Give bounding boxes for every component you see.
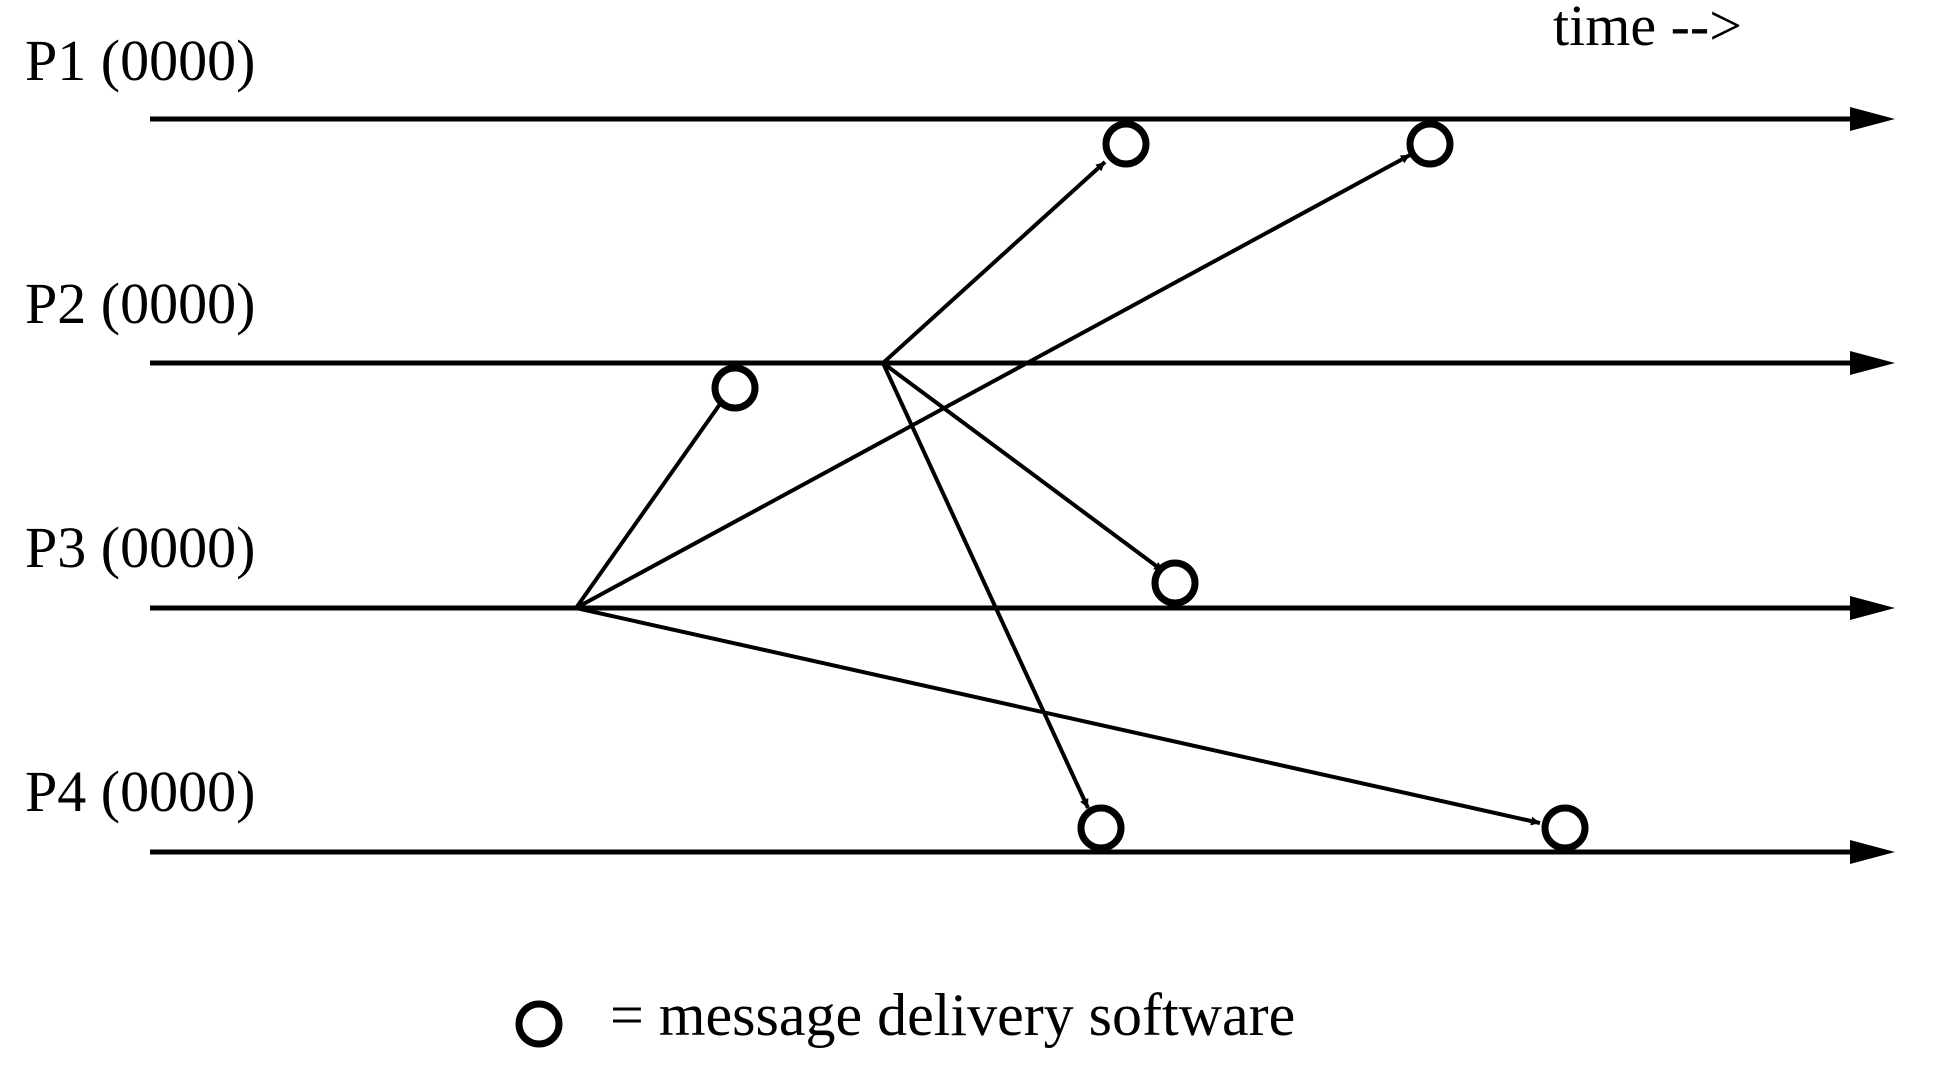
legend-text: = message delivery software [610, 982, 1295, 1048]
message-p2-to-p1 [881, 160, 1107, 365]
message-p2-to-p4 [881, 362, 1090, 809]
delivery-node-p1-b [1406, 120, 1454, 168]
message-p3-to-p1 [575, 153, 1411, 610]
timeline-p3 [150, 596, 1895, 620]
delivery-node-p1-a [1102, 120, 1150, 168]
timeline-p4 [150, 840, 1895, 864]
delivery-node-p2 [711, 364, 759, 412]
timeline-p2 [150, 351, 1895, 375]
legend: = message delivery software [515, 982, 1295, 1048]
message-p3-to-p4 [575, 606, 1541, 826]
message-p2-to-p3 [881, 361, 1165, 573]
timeline-p1 [150, 107, 1895, 131]
message-p3-to-p2 [574, 395, 727, 610]
time-label: time --> [1553, 0, 1742, 58]
delivery-node-p3 [1151, 559, 1199, 607]
circle-icon [515, 1000, 563, 1048]
process-label-p3: P3 (0000) [25, 515, 255, 580]
process-label-p4: P4 (0000) [25, 759, 255, 824]
delivery-node-p4-a [1077, 804, 1125, 852]
process-label-p1: P1 (0000) [25, 28, 255, 93]
delivery-node-p4-b [1541, 804, 1589, 852]
process-label-p2: P2 (0000) [25, 271, 255, 336]
